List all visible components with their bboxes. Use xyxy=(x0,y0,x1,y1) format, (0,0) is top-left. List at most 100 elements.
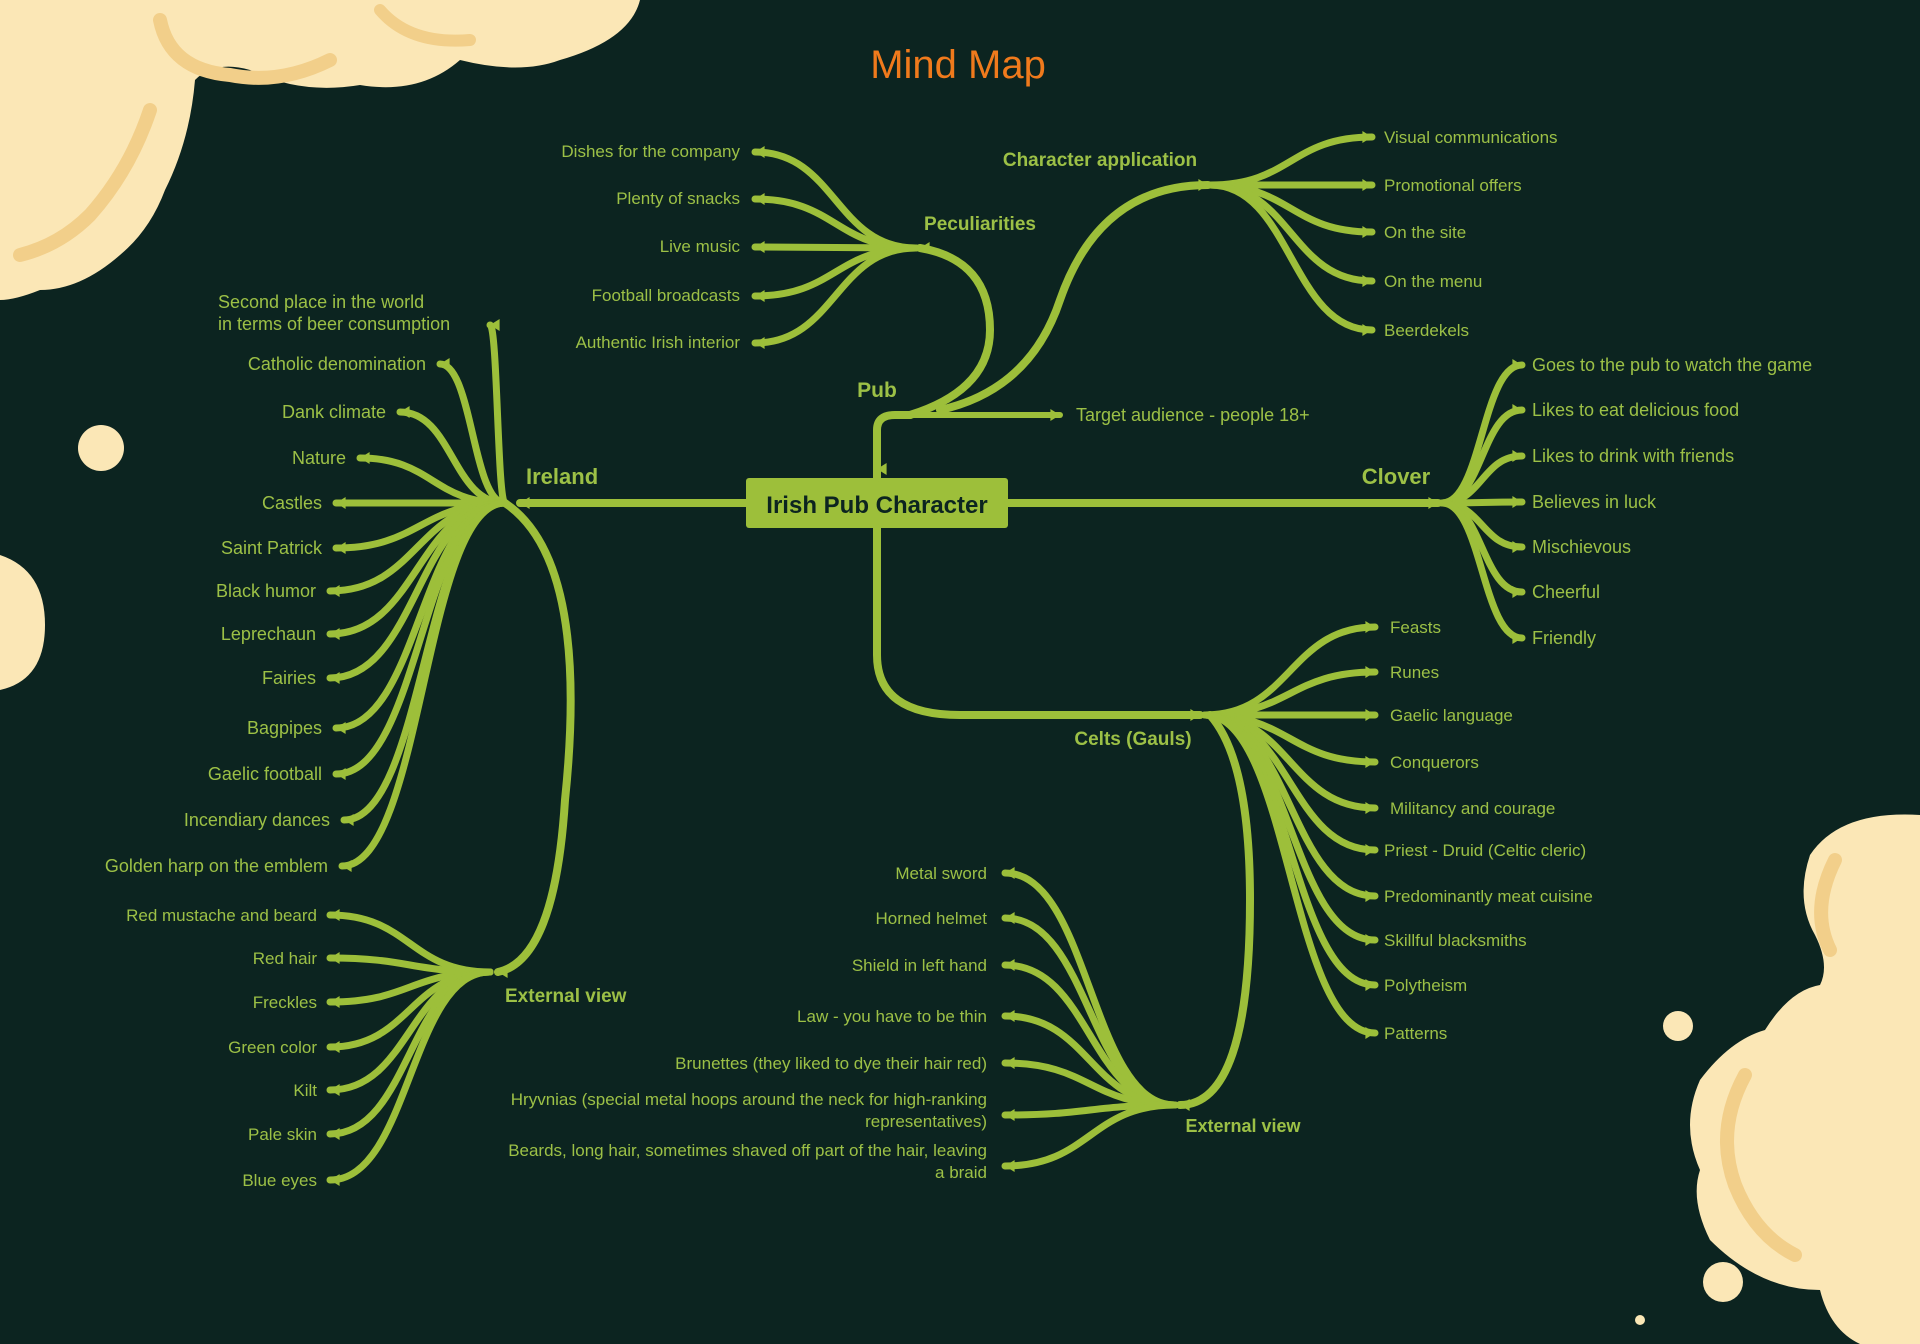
ireland-item-9: Bagpipes xyxy=(247,718,322,738)
ireland-arrow-6 xyxy=(330,585,340,597)
clover-arrow-4 xyxy=(1512,541,1522,553)
ireland-arrow-10 xyxy=(336,768,346,780)
celts-external-arrow-2 xyxy=(1005,959,1015,971)
clover-item-1: Likes to eat delicious food xyxy=(1532,400,1739,420)
ireland-external-item-3: Green color xyxy=(228,1038,317,1057)
ireland-item-2: Dank climate xyxy=(282,402,386,422)
ireland-external-arrow xyxy=(498,966,508,978)
celts-item-7: Skillful blacksmiths xyxy=(1384,931,1527,950)
ireland-external-arrow-3 xyxy=(330,1041,340,1053)
character-application-arrow-4 xyxy=(1362,324,1372,336)
clover-arrow-2 xyxy=(1512,450,1522,462)
celts-item-8: Polytheism xyxy=(1384,976,1467,995)
ireland-arrow-9 xyxy=(336,722,346,734)
ireland-arrow-3 xyxy=(360,452,370,464)
pub-target-label: Target audience - people 18+ xyxy=(1076,405,1310,425)
ireland-external-arrow-4 xyxy=(330,1084,340,1096)
character-application-label: Character application xyxy=(1003,150,1197,171)
celts-external-arrow-5 xyxy=(1005,1109,1015,1121)
celts-external-arrow xyxy=(1180,1099,1190,1111)
ireland-external-connector-6 xyxy=(326,968,494,1184)
character-application-connector-0 xyxy=(1206,133,1376,189)
character-application-arrow xyxy=(1198,179,1208,191)
ireland-arrow-11 xyxy=(344,814,354,826)
peculiarities-arrow-2 xyxy=(755,241,765,253)
ireland-external-item-2: Freckles xyxy=(253,993,317,1012)
ireland-arrow-12 xyxy=(342,860,352,872)
clover-arrow-1 xyxy=(1512,404,1522,416)
ireland-external-connector xyxy=(494,499,575,976)
celts-arrow-5 xyxy=(1365,844,1375,856)
ireland-external-label: External view xyxy=(505,986,627,1007)
character-application-arrow-2 xyxy=(1362,226,1372,238)
character-application-arrow-3 xyxy=(1362,275,1372,287)
celts-external-item-0: Metal sword xyxy=(895,864,987,883)
peculiarities-arrow-0 xyxy=(755,146,765,158)
peculiarities-connector xyxy=(906,244,995,419)
peculiarities-connector-3 xyxy=(751,244,920,300)
branch-connectors xyxy=(326,131,1526,1186)
ireland-arrow-1 xyxy=(440,358,450,370)
celts-external-arrow-4 xyxy=(1005,1057,1015,1069)
ireland-arrow-7 xyxy=(330,628,340,640)
pub-target-arrow xyxy=(1050,409,1060,421)
celts-item-3: Conquerors xyxy=(1390,753,1479,772)
character-application-connector xyxy=(936,181,1212,414)
ireland-item-11: Incendiary dances xyxy=(184,810,330,830)
celts-external-item-2: Shield in left hand xyxy=(852,956,987,975)
character-application-item-1: Promotional offers xyxy=(1384,176,1522,195)
ireland-external-arrow-2 xyxy=(330,996,340,1008)
celts-arrow-6 xyxy=(1365,890,1375,902)
clover-trunk-arrow xyxy=(1428,497,1438,509)
pub-trunk xyxy=(873,411,914,482)
ireland-external-item-1: Red hair xyxy=(253,949,318,968)
celts-arrow-7 xyxy=(1365,934,1375,946)
clover-arrow-5 xyxy=(1512,586,1522,598)
peculiarities-arrow-3 xyxy=(755,290,765,302)
ireland-arrow-4 xyxy=(336,497,346,509)
celts-arrow-0 xyxy=(1365,621,1375,633)
celts-item-0: Feasts xyxy=(1390,618,1441,637)
celts-item-2: Gaelic language xyxy=(1390,706,1513,725)
ireland-item-1: Catholic denomination xyxy=(248,354,426,374)
celts-external-item-6: Beards, long hair, sometimes shaved off … xyxy=(508,1141,987,1182)
celts-external-connector xyxy=(1176,711,1255,1109)
ireland-item-5: Saint Patrick xyxy=(221,538,323,558)
ireland-external-arrow-0 xyxy=(330,909,340,921)
title-group: Mind Map xyxy=(870,43,1046,87)
ireland-arrow-5 xyxy=(336,542,346,554)
character-application-arrow-1 xyxy=(1362,179,1372,191)
celts-item-6: Predominantly meat cuisine xyxy=(1384,887,1593,906)
center-top-notch xyxy=(877,463,887,475)
ireland-item-8: Fairies xyxy=(262,668,316,688)
character-application-item-3: On the menu xyxy=(1384,272,1482,291)
character-application-item-2: On the site xyxy=(1384,223,1466,242)
celts-external-item-3: Law - you have to be thin xyxy=(797,1007,987,1026)
clover-arrow-6 xyxy=(1512,632,1522,644)
peculiarities-arrow xyxy=(920,242,930,254)
celts-trunk xyxy=(873,524,1204,719)
celts-arrow-1 xyxy=(1365,666,1375,678)
clover-arrow-0 xyxy=(1512,359,1522,371)
ireland-external-arrow-5 xyxy=(330,1128,340,1140)
celts-item-4: Militancy and courage xyxy=(1390,799,1555,818)
center-node-label: Irish Pub Character xyxy=(766,492,987,519)
character-application-item-4: Beerdekels xyxy=(1384,321,1469,340)
clover-item-2: Likes to drink with friends xyxy=(1532,446,1734,466)
ireland-item-4: Castles xyxy=(262,493,322,513)
ireland-external-arrow-1 xyxy=(330,952,340,964)
celts-external-arrow-1 xyxy=(1005,912,1015,924)
clover-connector-6 xyxy=(1438,499,1526,642)
celts-trunk-arrow xyxy=(1190,709,1200,721)
page-title: Mind Map xyxy=(870,43,1046,87)
celts-item-5: Priest - Druid (Celtic cleric) xyxy=(1384,841,1586,860)
peculiarities-connector-1 xyxy=(751,195,920,252)
ireland-item-6: Black humor xyxy=(216,581,316,601)
celts-arrow-4 xyxy=(1365,802,1375,814)
celts-external-arrow-3 xyxy=(1005,1010,1015,1022)
celts-arrow-9 xyxy=(1365,1027,1375,1039)
pub-label: Pub xyxy=(857,379,897,402)
